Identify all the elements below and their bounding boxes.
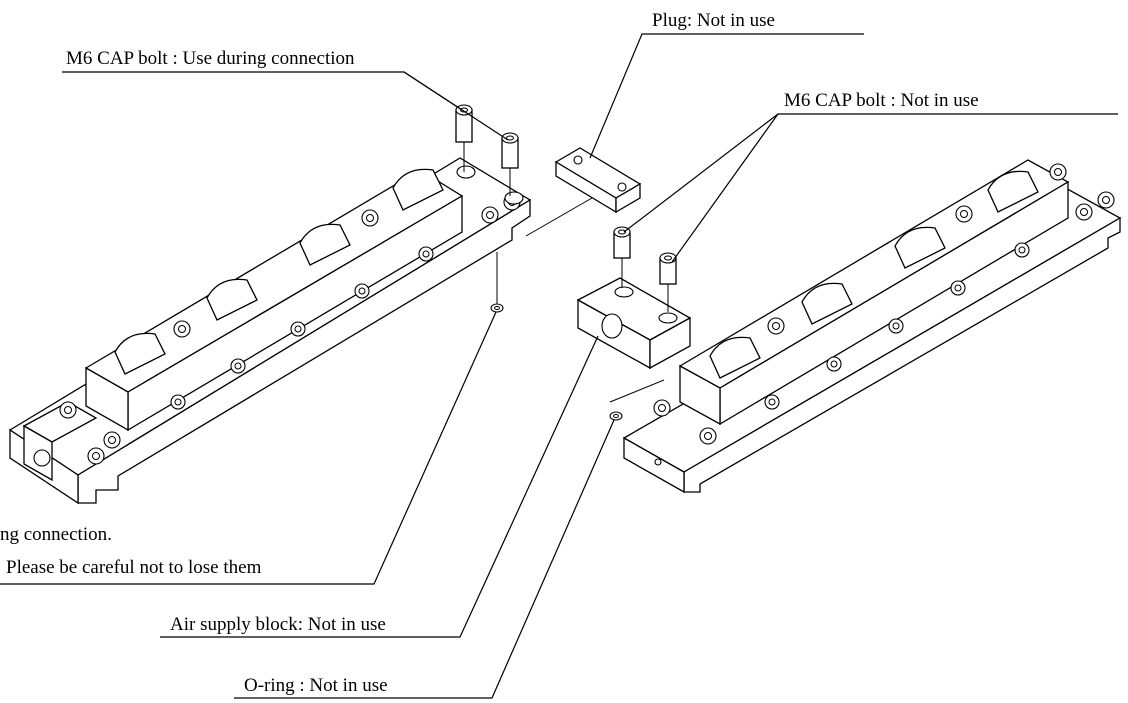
cap-bolt-connection-label: M6 CAP bolt : Use during connection <box>66 48 355 69</box>
left-base-side <box>77 198 531 504</box>
plug-part <box>554 147 642 214</box>
connection-axis <box>525 197 593 237</box>
left-roller-2 <box>206 278 258 321</box>
plug-end <box>615 182 641 214</box>
right-roller-4 <box>987 170 1039 213</box>
right-roller-2 <box>801 282 853 325</box>
right-base-end <box>623 436 685 494</box>
right-cap-bolts <box>613 226 677 312</box>
leader-lines <box>0 33 1118 699</box>
left-o-ring <box>490 252 504 313</box>
right-roller-3 <box>894 226 946 269</box>
left-roller-3 <box>299 223 351 266</box>
left-cap-bolts <box>455 104 519 196</box>
air-supply-block-label: Air supply block: Not in use <box>170 614 386 635</box>
right-block-side <box>719 180 1069 426</box>
right-block-end <box>679 364 721 426</box>
left-roller-1 <box>114 332 166 375</box>
air-block-side <box>649 316 691 370</box>
note-line-1: ng connection. <box>0 524 112 545</box>
plug-label: Plug: Not in use <box>652 10 775 31</box>
note-line-2: Please be careful not to lose them <box>6 557 262 578</box>
cap-bolt-not-in-use-label: M6 CAP bolt : Not in use <box>784 90 979 111</box>
right-rail-assembly <box>622 159 1122 494</box>
right-base-side <box>683 216 1121 493</box>
right-roller-1 <box>709 336 761 379</box>
o-ring-label: O-ring : Not in use <box>244 675 388 696</box>
left-rail-assembly <box>8 157 532 505</box>
air-block-port <box>601 313 623 339</box>
left-roller-4 <box>392 168 444 211</box>
air-supply-block-part <box>576 277 692 370</box>
left-block-end <box>85 366 129 432</box>
left-air-port <box>33 449 51 467</box>
